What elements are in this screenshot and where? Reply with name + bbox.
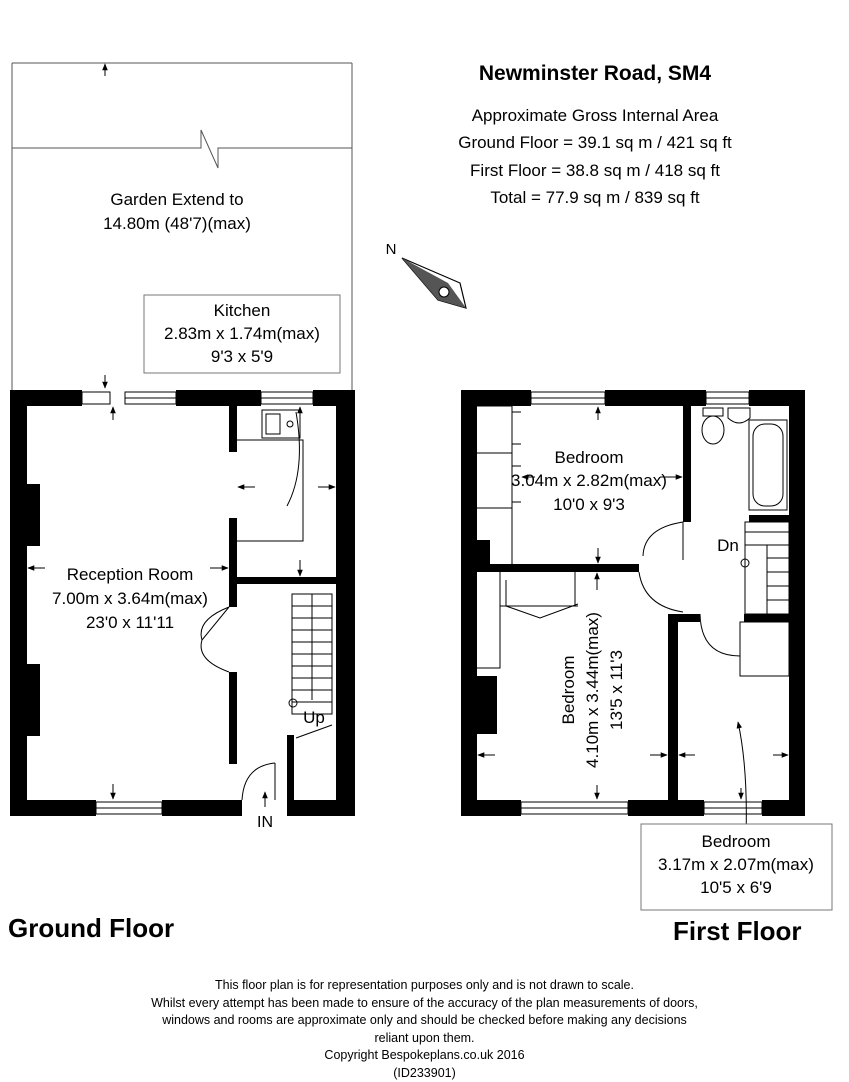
garden-break-line	[12, 130, 352, 168]
reception-metric: 7.00m x 3.64m(max)	[52, 589, 208, 608]
bedroom-front-label: Bedroom 4.10m x 3.44m(max) 13'5 x 11'3	[559, 612, 626, 768]
ground-floor-label: Ground Floor	[8, 913, 174, 944]
first-floor-label: First Floor	[673, 916, 802, 947]
bathroom-fittings	[702, 408, 787, 510]
property-title: Newminster Road, SM4	[425, 62, 765, 86]
bedroom-rear-imperial: 10'0 x 9'3	[553, 495, 625, 514]
bedroom-front-imperial: 13'5 x 11'3	[607, 650, 626, 730]
compass-icon	[402, 258, 466, 308]
first-floor-area: First Floor = 38.8 sq m / 418 sq ft	[425, 161, 765, 181]
disclaimer-line-2: Whilst every attempt has been made to en…	[0, 995, 849, 1013]
garden-size: 14.80m (48'7)(max)	[103, 214, 251, 233]
ground-floor-area: Ground Floor = 39.1 sq m / 421 sq ft	[425, 133, 765, 153]
ground-floor-doors	[201, 607, 275, 800]
garden-name: Garden Extend to	[110, 190, 243, 209]
ground-stairs-label: Up	[303, 708, 325, 727]
bedroom-small-imperial: 10'5 x 6'9	[700, 878, 772, 897]
total-area: Total = 77.9 sq m / 839 sq ft	[425, 188, 765, 208]
kitchen-fittings	[237, 410, 303, 541]
kitchen-name: Kitchen	[214, 301, 271, 320]
disclaimer-line-1: This floor plan is for representation pu…	[0, 977, 849, 995]
reception-imperial: 23'0 x 11'11	[86, 613, 174, 632]
bedroom-rear-metric: 3.04m x 2.82m(max)	[511, 471, 667, 490]
bedroom-front-metric: 4.10m x 3.44m(max)	[583, 612, 602, 768]
disclaimer-line-3: windows and rooms are approximate only a…	[0, 1012, 849, 1030]
entrance-label: IN	[257, 814, 273, 831]
reception-name: Reception Room	[67, 565, 194, 584]
area-heading: Approximate Gross Internal Area	[425, 106, 765, 126]
bedroom-rear-name: Bedroom	[555, 448, 624, 467]
kitchen-metric: 2.83m x 1.74m(max)	[164, 324, 320, 343]
first-floor-stairs	[740, 522, 789, 676]
disclaimer-line-4: reliant upon them.	[0, 1030, 849, 1048]
bedroom-front-name: Bedroom	[559, 656, 578, 725]
bedroom-small-metric: 3.17m x 2.07m(max)	[658, 855, 814, 874]
small-bedroom-pointer	[738, 722, 746, 836]
plan-id: (ID233901)	[0, 1065, 849, 1082]
bedroom-small-name: Bedroom	[702, 832, 771, 851]
kitchen-imperial: 9'3 x 5'9	[211, 347, 273, 366]
wardrobes	[477, 406, 578, 668]
disclaimer: This floor plan is for representation pu…	[0, 977, 849, 1082]
copyright: Copyright Bespokeplans.co.uk 2016	[0, 1047, 849, 1065]
compass-north-label: N	[386, 241, 397, 258]
first-stairs-label: Dn	[717, 536, 739, 555]
